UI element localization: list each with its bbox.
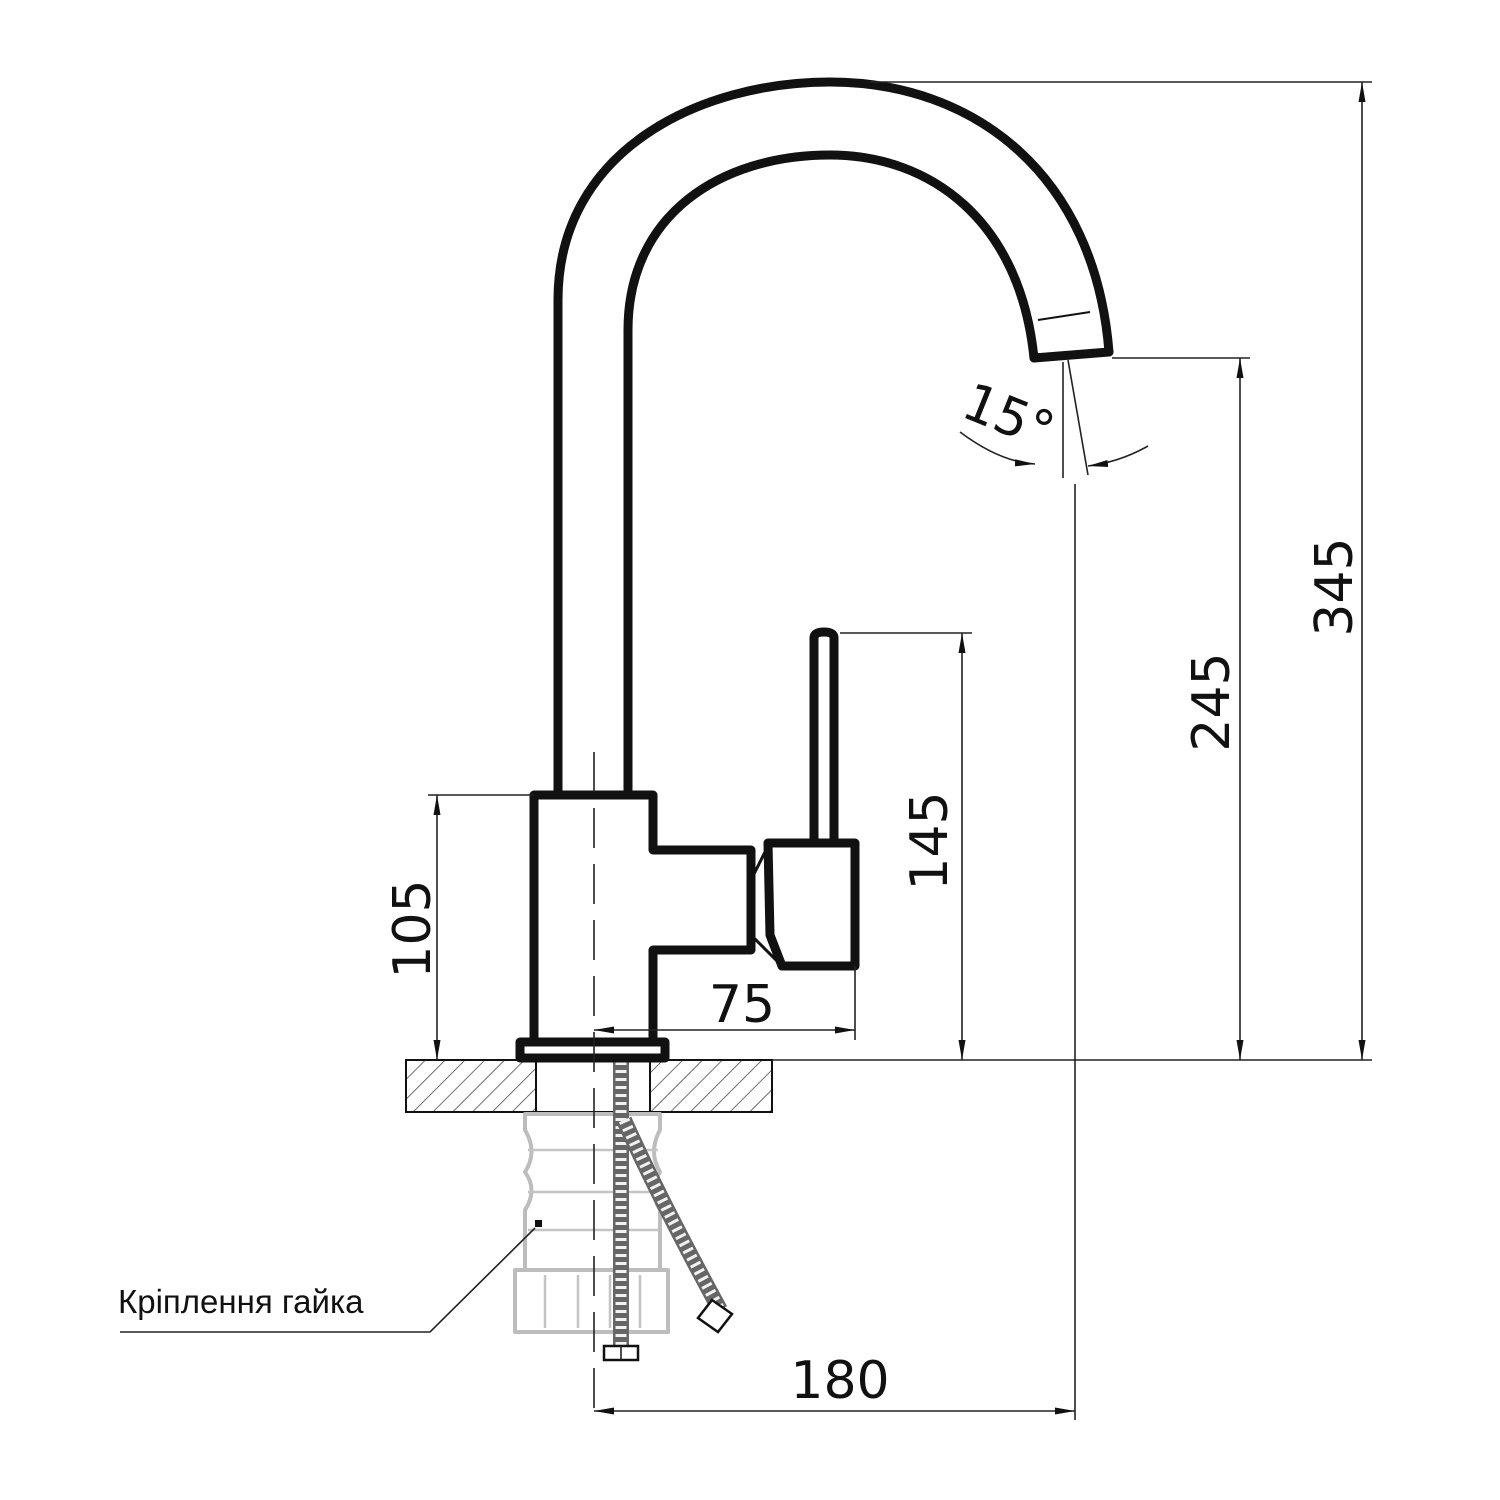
aerator-line bbox=[1037, 311, 1091, 321]
countertop-right-section bbox=[649, 1059, 773, 1113]
dimension-swivel-angle: 15° bbox=[954, 359, 1149, 478]
dimension-handle-reach: 75 bbox=[594, 966, 856, 1040]
dimension-75-label: 75 bbox=[709, 975, 775, 1035]
dimension-105-label: 105 bbox=[383, 879, 443, 978]
dimension-spout-height: 245 bbox=[1112, 357, 1250, 1060]
spout-tip bbox=[1029, 347, 1114, 363]
dimension-145-label: 145 bbox=[900, 791, 960, 890]
spout-outer-contour bbox=[553, 77, 1114, 798]
body-outline bbox=[529, 790, 756, 1047]
dimension-handle-height: 145 bbox=[840, 632, 972, 1060]
dimension-245-label: 245 bbox=[1182, 652, 1242, 751]
dimension-345-label: 345 bbox=[1305, 537, 1365, 636]
faucet-body bbox=[515, 77, 1114, 1420]
handle-lever bbox=[809, 627, 839, 848]
spout-inner-contour bbox=[623, 150, 1039, 798]
mounting-shank bbox=[535, 1059, 651, 1113]
countertop-left-section bbox=[405, 1059, 537, 1113]
dimension-body-height: 105 bbox=[383, 794, 534, 1060]
base-flange bbox=[515, 1037, 670, 1063]
mounting-nut-callout: Кріплення гайка bbox=[118, 1227, 536, 1333]
handle-collar bbox=[749, 845, 784, 968]
dimension-spout-reach: 180 bbox=[594, 484, 1076, 1420]
dimension-total-height: 345 bbox=[870, 81, 1372, 1060]
hose-fitting-right bbox=[696, 1298, 734, 1334]
handle-cartridge bbox=[763, 838, 860, 971]
mounting-nut-label: Кріплення гайка bbox=[118, 1283, 364, 1320]
supply-hoses bbox=[602, 1062, 734, 1362]
countertop bbox=[405, 1059, 1372, 1113]
dimension-180-label: 180 bbox=[790, 1351, 889, 1411]
dimension-15-degree-label: 15° bbox=[954, 372, 1062, 462]
nut-marker-dot bbox=[535, 1220, 542, 1227]
